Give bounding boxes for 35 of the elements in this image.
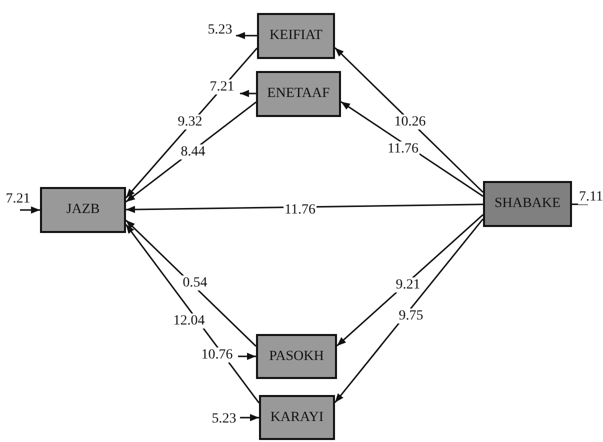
- coefficient-label: 11.76: [386, 142, 420, 156]
- variable-name: PASOKH: [269, 348, 324, 364]
- coefficient-label: 8.44: [180, 144, 206, 160]
- coefficient-label: 12.04: [172, 314, 206, 328]
- path-arrow: [340, 101, 484, 197]
- variable-box: [256, 71, 341, 117]
- coefficient-label: 7.11: [578, 190, 603, 204]
- variable-box: [256, 334, 337, 379]
- path-arrow: [126, 204, 484, 214]
- variable-box: [40, 187, 126, 233]
- coefficient-label: 9.75: [398, 308, 424, 324]
- path-arrow: [334, 218, 484, 404]
- coefficient-label: 9.21: [394, 278, 422, 292]
- path-arrow: [125, 220, 257, 347]
- coefficient-label: 10.76: [200, 348, 234, 362]
- variable-box: [257, 13, 335, 59]
- variable-box: [483, 181, 572, 227]
- coefficient-label: 7.21: [208, 80, 236, 94]
- error-arrow: [238, 352, 256, 360]
- coefficient-label: 9.32: [176, 114, 204, 130]
- error-arrow: [240, 414, 259, 422]
- error-arrow: [236, 32, 257, 40]
- variable-box: [259, 395, 335, 440]
- coefficient-label: 10.26: [393, 114, 427, 130]
- path-arrow: [336, 214, 484, 346]
- variable-name: ENETAAF: [267, 86, 330, 102]
- variable-name: SHABAKE: [494, 196, 561, 212]
- coefficient-label: 0.54: [182, 276, 208, 290]
- coefficient-label: 7.21: [4, 192, 32, 206]
- variable-name: KEIFIAT: [270, 28, 322, 44]
- variable-name: JAZB: [66, 202, 100, 218]
- error-arrow: [20, 206, 40, 214]
- error-arrow: [240, 90, 256, 98]
- variable-name: KARAYI: [270, 410, 324, 426]
- path-arrow: [334, 47, 484, 193]
